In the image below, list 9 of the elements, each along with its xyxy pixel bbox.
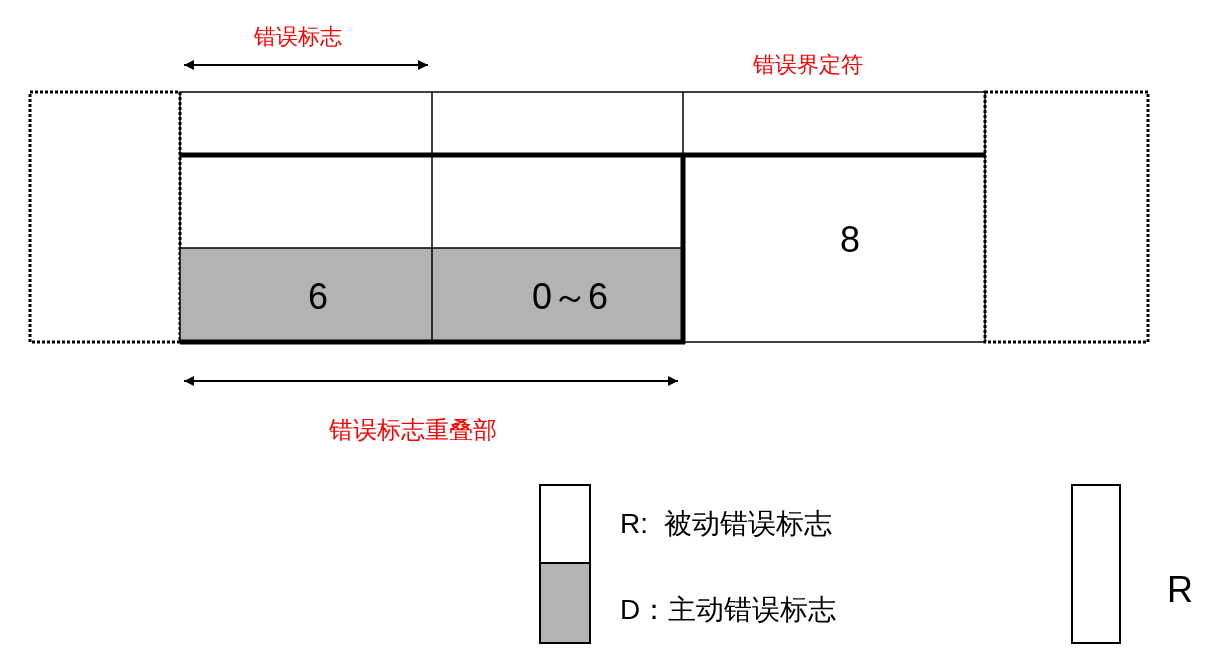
field-label: 错误界定符: [753, 54, 863, 76]
legend-label: D：主动错误标志: [620, 596, 837, 624]
legend-label: R: 被动错误标志: [620, 510, 832, 538]
legend-label: R: [1167, 572, 1193, 608]
bit-count: 6: [308, 279, 329, 315]
dimension-label: 错误标志: [254, 26, 342, 48]
bit-count: 8: [840, 222, 861, 258]
dimension-label: 错误标志重叠部: [329, 418, 497, 442]
bit-count: 0～6: [532, 279, 609, 315]
